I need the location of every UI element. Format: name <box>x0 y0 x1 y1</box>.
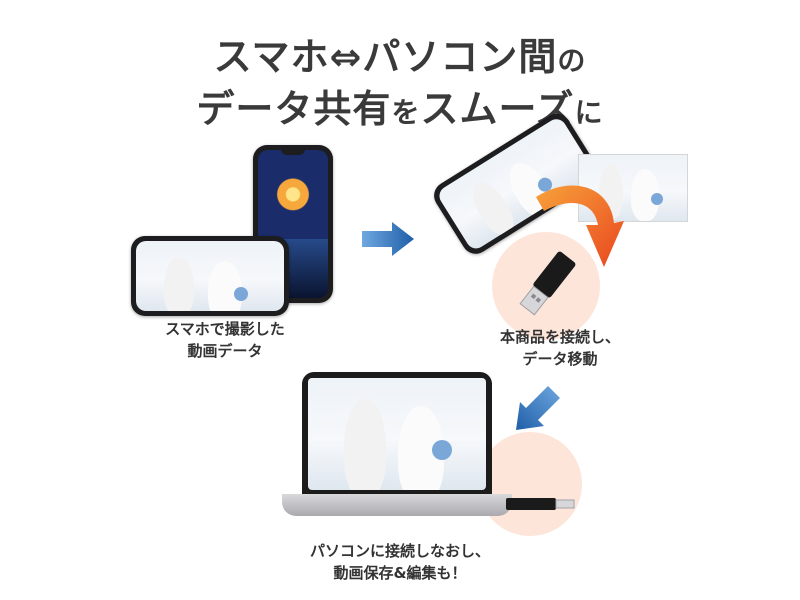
usb-drive-icon <box>506 498 575 510</box>
caption-step-3: パソコンに接続しなおし、 動画保存&編集も！ <box>280 540 520 584</box>
usb-drive-icon <box>519 251 576 316</box>
bouquet-icon <box>651 193 663 205</box>
headline-line-1: スマホ⇔パソコン間の <box>0 26 800 81</box>
headline-particle: を <box>391 96 421 129</box>
caption-line: スマホで撮影した <box>165 320 285 338</box>
caption-step-2: 本商品を接続し、 データ移動 <box>480 326 640 370</box>
headline-text: データ共有 <box>196 87 392 131</box>
caption-line: データ移動 <box>522 350 598 368</box>
bouquet-icon <box>234 287 248 301</box>
headline-text: スマホ⇔パソコン間 <box>213 35 558 79</box>
headline-line-2: データ共有をスムーズに <box>0 78 800 133</box>
caption-step-1: スマホで撮影した 動画データ <box>140 318 310 362</box>
caption-line: パソコンに接続しなおし、 <box>309 542 490 560</box>
smartphone-portrait <box>253 145 333 303</box>
headline-particle: に <box>574 96 604 129</box>
groom-figure <box>344 398 386 490</box>
laptop-screen <box>302 372 492 494</box>
arrow-right-icon <box>362 222 414 256</box>
bouquet-icon <box>432 440 452 460</box>
highlight-circle-laptop <box>478 432 582 536</box>
bride-figure <box>208 261 242 311</box>
wedding-photo <box>136 241 284 311</box>
groom-figure <box>164 257 194 311</box>
smartphone-landscape <box>131 236 289 316</box>
caption-line: 動画データ <box>187 342 263 360</box>
curved-arrow-icon <box>536 185 624 267</box>
caption-line: 動画保存&編集も！ <box>333 564 467 582</box>
wedding-photo <box>308 378 486 490</box>
headline-particle: の <box>557 44 587 77</box>
arrow-down-left-icon <box>516 386 560 430</box>
laptop-base <box>282 494 512 516</box>
caption-line: 本商品を接続し、 <box>499 328 620 346</box>
